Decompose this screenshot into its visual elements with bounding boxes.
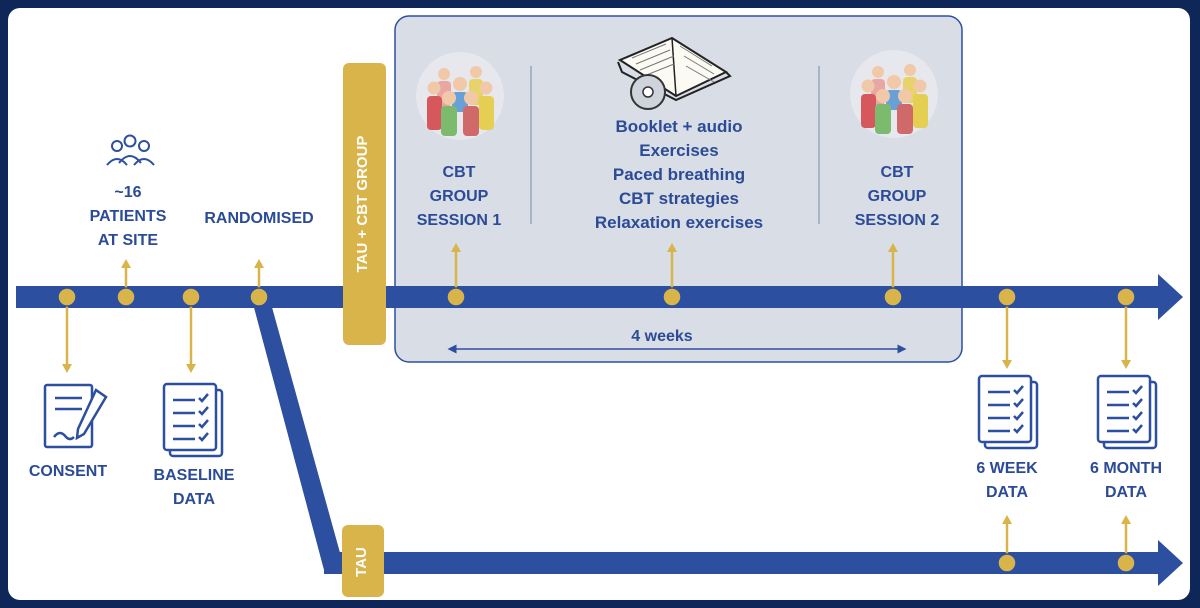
intervention-arm-tag <box>343 63 386 345</box>
booklet-cd-icon <box>617 36 732 110</box>
checklist-icon <box>162 382 224 458</box>
control-arm-tag <box>342 525 384 597</box>
randomised-label: RANDOMISED <box>204 210 314 227</box>
cbt-session-1-label: CBT GROUP SESSION 1 <box>416 164 502 229</box>
consent-label: CONSENT <box>28 463 108 480</box>
six-week-data-label: 6 WEEK DATA <box>976 460 1038 501</box>
intervention-arm-label: TAU + CBT GROUP <box>354 135 371 273</box>
consent-form-icon <box>43 383 108 449</box>
cbt-session-2-label: CBT GROUP SESSION 2 <box>854 164 940 229</box>
home-practice-list: Booklet + audio Exercises Paced breathin… <box>594 117 764 232</box>
people-group-icon <box>106 134 155 166</box>
control-arm-arrow <box>252 300 1183 586</box>
checklist-icon <box>1096 374 1158 450</box>
main-timeline-arrow <box>16 274 1183 320</box>
milestone-dots <box>57 287 1136 573</box>
cbt-group-icon <box>850 50 938 138</box>
checklist-icon <box>977 374 1039 450</box>
patients-at-site-label: ~16 PATIENTS AT SITE <box>89 184 167 249</box>
six-month-data-label: 6 MONTH DATA <box>1090 460 1162 501</box>
four-weeks-label: 4 weeks <box>631 328 693 345</box>
intervention-box <box>394 15 963 363</box>
baseline-data-label: BASELINE DATA <box>153 467 235 508</box>
control-arm-label: TAU <box>353 547 370 577</box>
cbt-group-icon <box>416 52 504 140</box>
